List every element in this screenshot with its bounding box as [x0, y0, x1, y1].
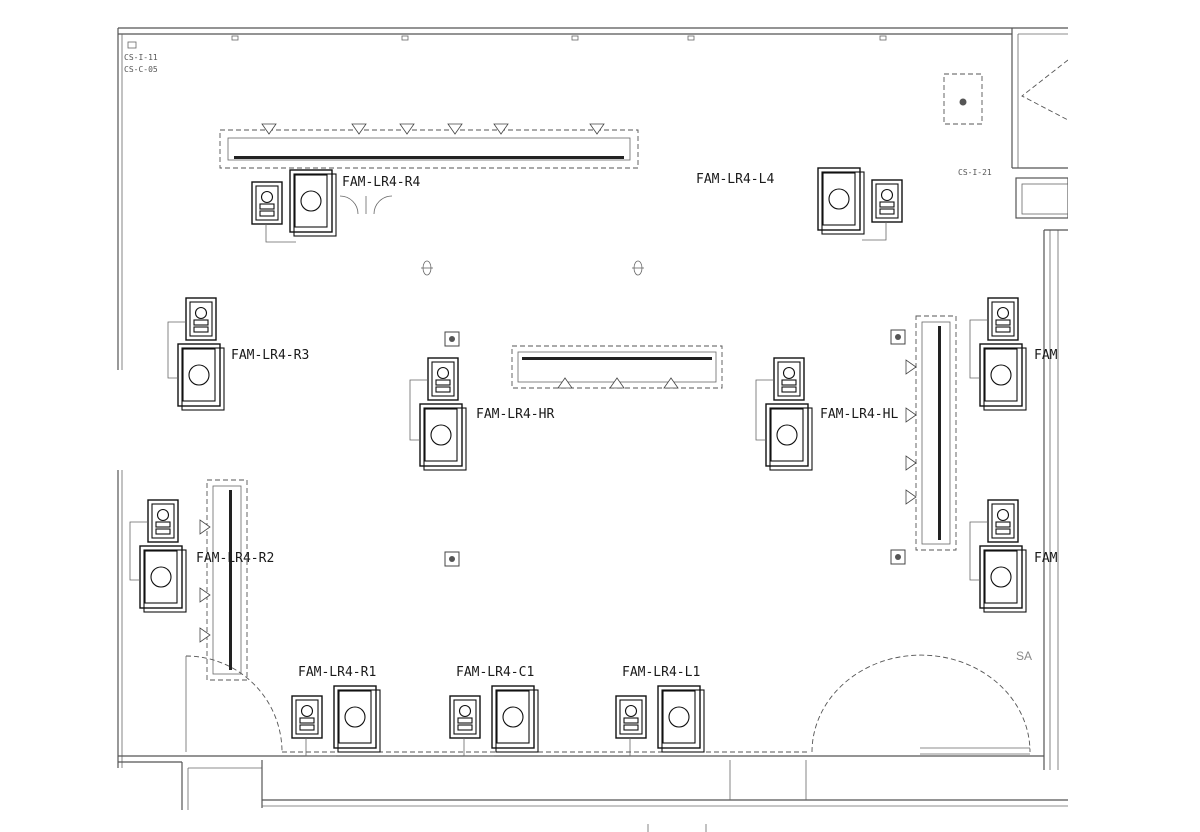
- diffuser-markers: [199, 123, 917, 643]
- workstation-hl: [755, 357, 813, 471]
- label-r3: FAM-LR4-R3: [231, 348, 309, 363]
- tag-line1: CS-I-11: [124, 53, 158, 62]
- walls: [117, 27, 1069, 810]
- area-mark: SA: [1016, 649, 1032, 663]
- label-r4: FAM-LR4-R4: [342, 175, 420, 190]
- station-labels: FAM-LR4-R4 FAM-LR4-L4 FAM-LR4-R3 FAM-LR4…: [196, 172, 1058, 680]
- workstation-e2: [969, 499, 1027, 613]
- ceiling-devices: [339, 195, 906, 567]
- corner-tags: CS-I-11 CS-C-05 CS-I-21: [124, 41, 992, 177]
- crop-mask: [1068, 0, 1200, 832]
- workstation-r3: [167, 297, 225, 411]
- label-e1: FAM: [1034, 348, 1058, 363]
- tag-right: CS-I-21: [958, 168, 992, 177]
- light-fixtures: [206, 129, 957, 681]
- label-l4: FAM-LR4-L4: [696, 172, 774, 187]
- tag-line2: CS-C-05: [124, 65, 158, 74]
- workstation-l4: [817, 167, 903, 241]
- label-c1: FAM-LR4-C1: [456, 665, 534, 680]
- workstation-hr: [409, 357, 467, 471]
- workstation-e1: [969, 297, 1027, 411]
- workstation-c1: [449, 685, 539, 757]
- workstation-l1: [615, 685, 705, 757]
- label-hr: FAM-LR4-HR: [476, 407, 554, 422]
- workstation-r2: [129, 499, 187, 613]
- label-l1: FAM-LR4-L1: [622, 665, 700, 680]
- workstation-r4: [251, 169, 337, 243]
- label-r2: FAM-LR4-R2: [196, 551, 274, 566]
- label-e2: FAM: [1034, 551, 1058, 566]
- workstations: [129, 167, 1027, 757]
- workstation-r1: [291, 685, 381, 757]
- label-hl: FAM-LR4-HL: [820, 407, 898, 422]
- label-r1: FAM-LR4-R1: [298, 665, 376, 680]
